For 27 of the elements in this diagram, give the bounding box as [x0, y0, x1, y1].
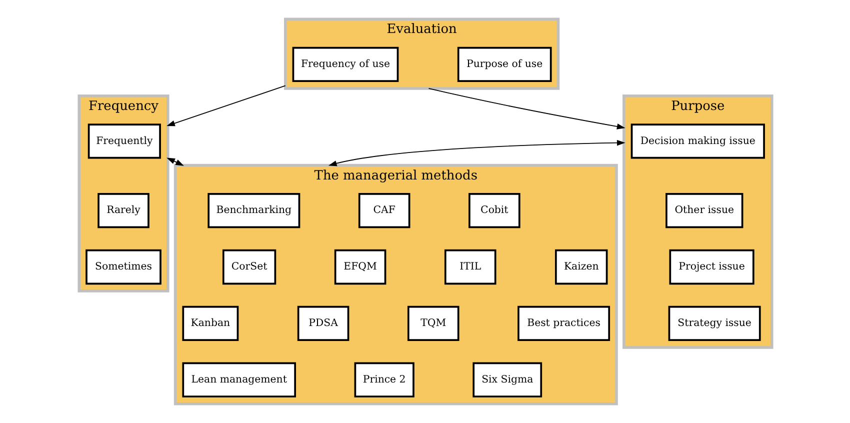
node-box: TQM [406, 306, 459, 341]
node-box: Frequently [87, 124, 160, 159]
node-box: ITIL [444, 249, 496, 285]
node-box: Strategy issue [668, 306, 760, 341]
node-box: Sometimes [85, 249, 161, 285]
node-box: CorSet [222, 249, 276, 285]
node-box: Prince 2 [354, 362, 414, 398]
node-box: Decision making issue [630, 124, 764, 159]
node-box: CAF [358, 193, 410, 228]
node-box: Purpose of use [456, 46, 552, 82]
arrow [166, 158, 184, 166]
node-box: PDSA [296, 306, 349, 341]
node-box: Other issue [665, 193, 743, 228]
node-box: Project issue [668, 249, 754, 285]
node-box: Six Sigma [472, 362, 542, 398]
node-box: Frequency of use [292, 46, 398, 82]
node-box: Kaizen [554, 249, 608, 285]
node-box: Lean management [182, 362, 296, 398]
node-box: Cobit [468, 193, 520, 228]
arrow [166, 85, 286, 126]
arrow [328, 140, 625, 166]
arrow [428, 88, 625, 130]
node-box: EFQM [334, 249, 386, 285]
node-box: Benchmarking [207, 193, 300, 228]
node-box: Kanban [182, 306, 238, 341]
node-box: Rarely [97, 193, 149, 228]
node-box: Best practices [517, 306, 610, 341]
